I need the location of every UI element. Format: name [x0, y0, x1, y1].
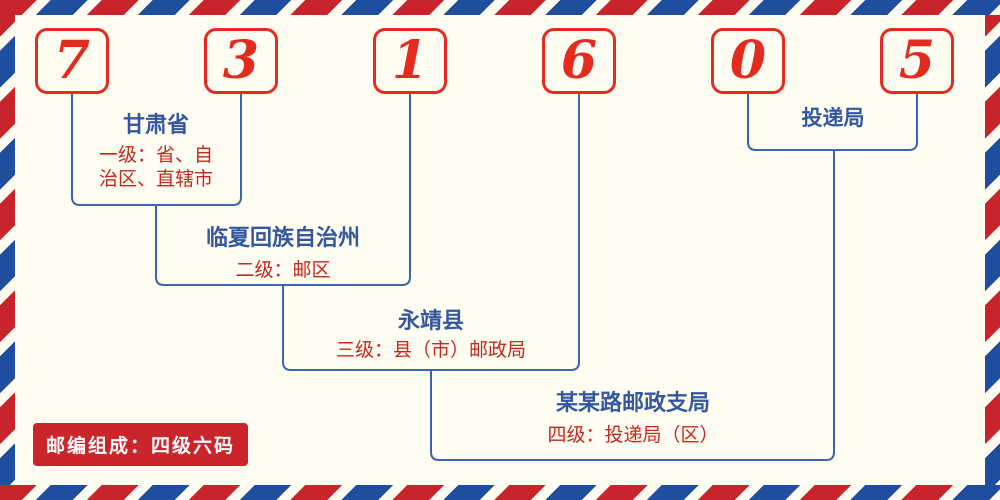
postal-digit: 6 [560, 30, 598, 91]
province-level-desc: 一级：省、自治区、直辖市 [98, 144, 213, 190]
airmail-border-bottom [0, 485, 1000, 500]
airmail-border-top [0, 0, 1000, 15]
postal-digit: 5 [898, 30, 936, 91]
postal-digit: 0 [729, 30, 767, 91]
postal-digit-box: 0 [711, 28, 785, 94]
postal-digit-box: 1 [373, 28, 447, 94]
bracket-branch-line [430, 150, 835, 461]
branch-name-label: 某某路邮政支局 [555, 391, 711, 416]
postal-digit: 1 [391, 30, 429, 91]
postal-digit-box: 3 [204, 28, 278, 94]
prefecture-name-label: 临夏回族自治州 [205, 226, 361, 251]
postal-digit-box: 7 [35, 28, 109, 94]
branch-level-desc: 四级：投递局（区） [547, 424, 719, 446]
airmail-border-left [0, 0, 15, 500]
bracket-delivery-line [747, 94, 918, 151]
postal-digit-box: 5 [880, 28, 954, 94]
province-name-label: 甘肃省 [122, 113, 190, 138]
county-name-label: 永靖县 [397, 309, 465, 334]
postal-composition-badge: 邮编组成：四级六码 [33, 423, 249, 466]
airmail-border-right [985, 0, 1000, 500]
delivery-office-label: 投递局 [801, 106, 865, 130]
postal-digit: 3 [222, 30, 260, 91]
postal-digit-box: 6 [542, 28, 616, 94]
postal-digit: 7 [53, 30, 91, 91]
prefecture-level-desc: 二级：邮区 [235, 259, 331, 281]
county-level-desc: 三级：县（市）邮政局 [335, 339, 527, 361]
